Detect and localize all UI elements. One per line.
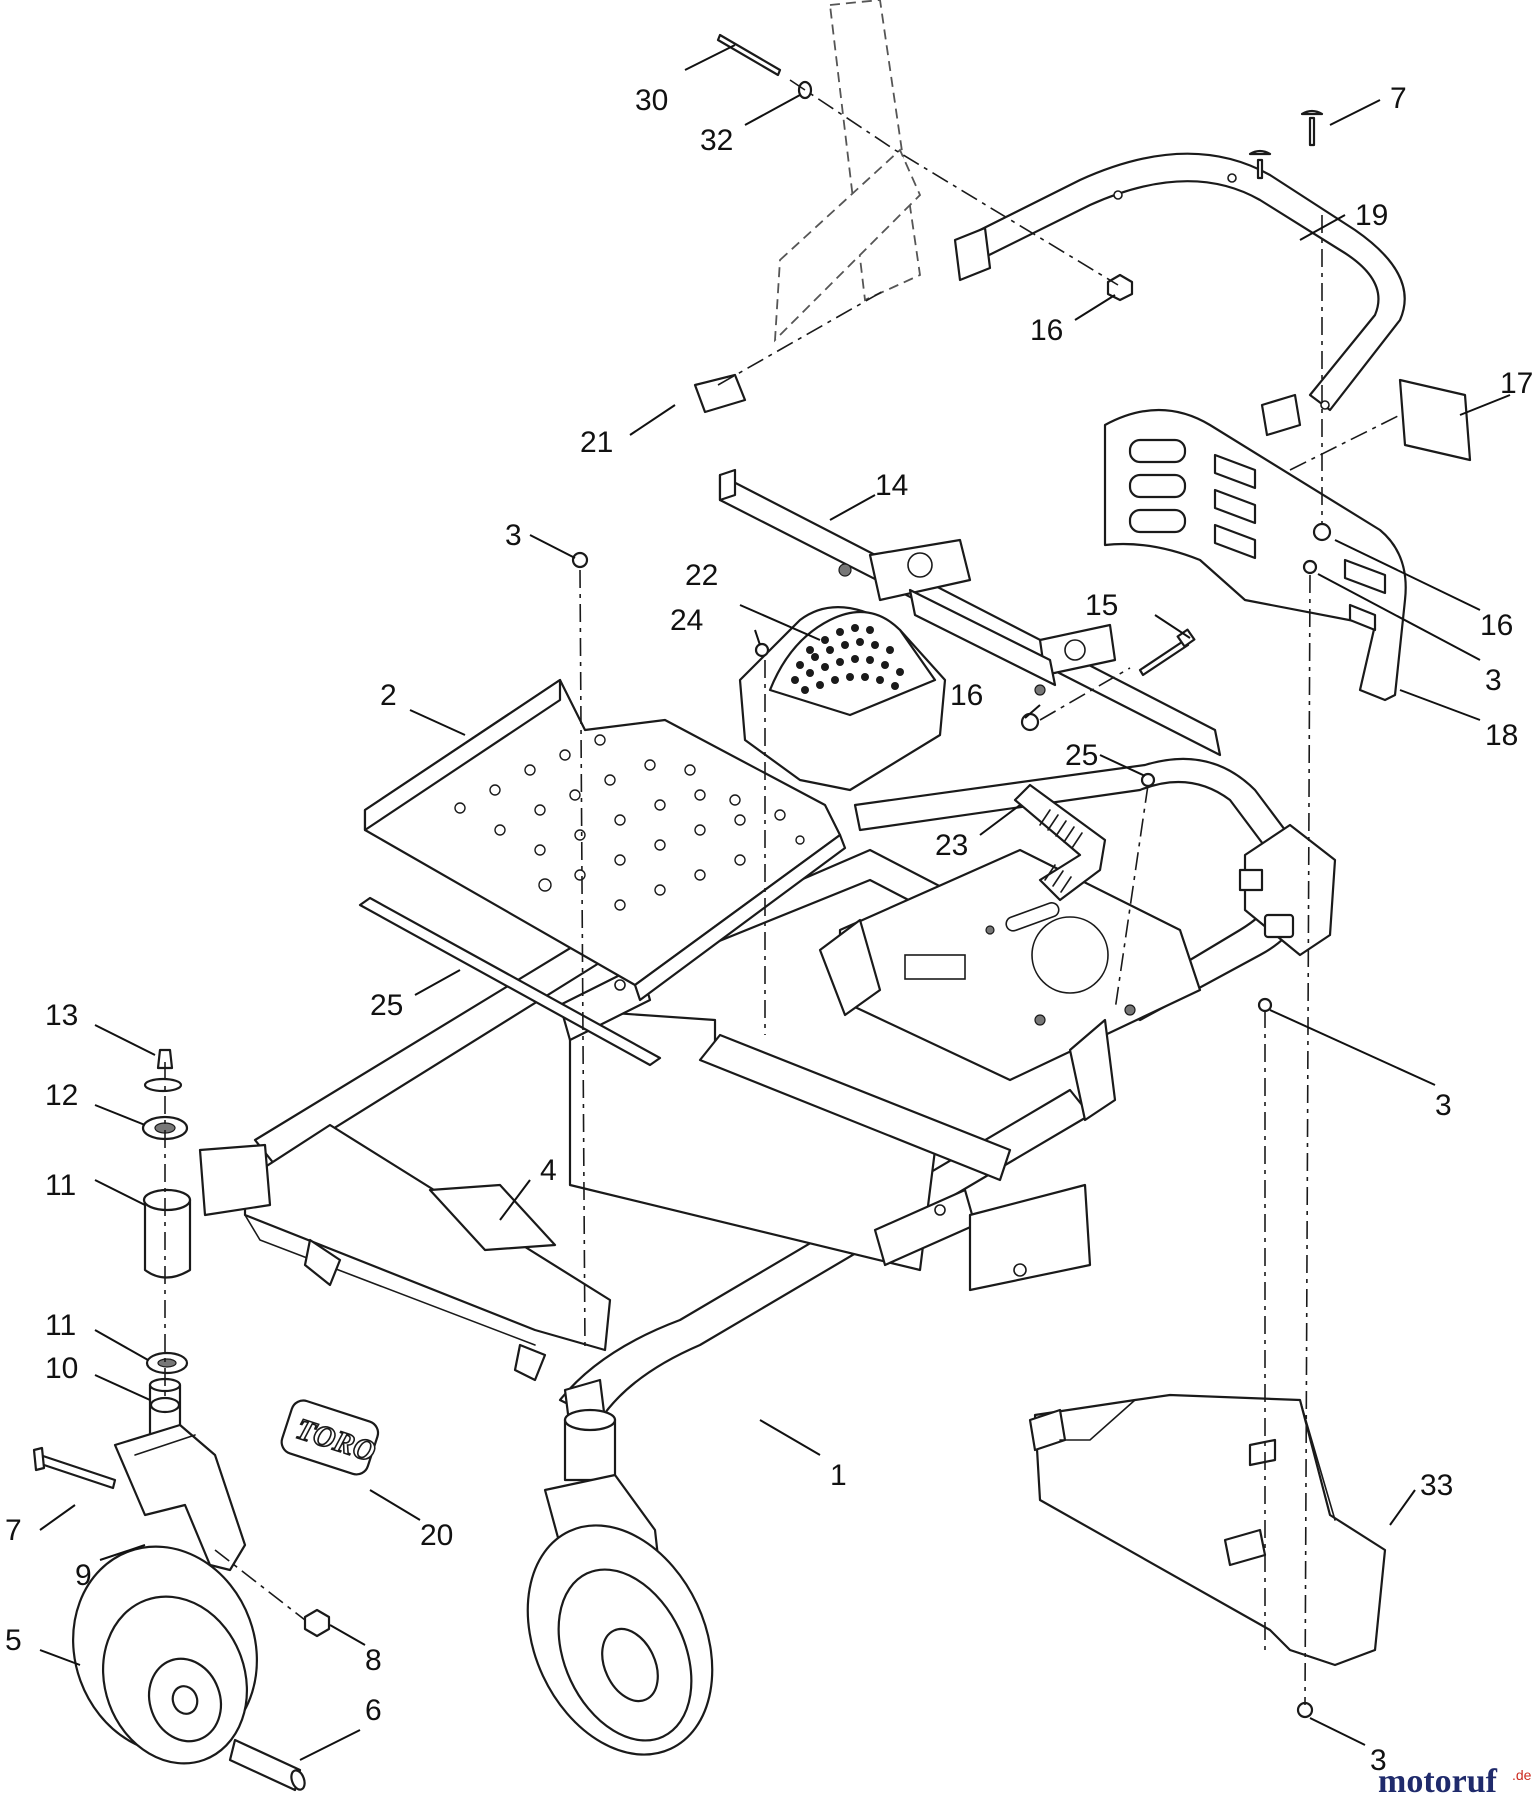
roll-over-bar bbox=[953, 152, 1406, 437]
callout-14: 14 bbox=[875, 469, 908, 502]
bracket-24 bbox=[1013, 783, 1107, 902]
callout-32: 33 bbox=[1420, 1469, 1453, 1502]
callout-34: 32 bbox=[700, 124, 733, 157]
callout-5: 5 bbox=[5, 1624, 22, 1657]
seat-bracket bbox=[718, 468, 1222, 757]
caster-assembly-left bbox=[72, 1377, 306, 1792]
seat-pan bbox=[363, 678, 847, 1002]
callout-22: 21 bbox=[580, 426, 613, 459]
plate-30 bbox=[358, 896, 662, 1067]
callout-7: 7 bbox=[5, 1514, 22, 1547]
callout-11b: 11 bbox=[45, 1309, 76, 1342]
callout-12: 12 bbox=[45, 1079, 78, 1112]
callout-15: 15 bbox=[1085, 589, 1118, 622]
caster-pivot-tube bbox=[142, 1143, 272, 1279]
callout-labels: 30 32 7 19 16 17 21 14 3 22 24 15 16 3 2… bbox=[5, 82, 1533, 1777]
callout-6: 6 bbox=[365, 1694, 382, 1727]
callout-10: 10 bbox=[45, 1352, 78, 1385]
watermark-suffix: .de bbox=[1512, 1767, 1532, 1783]
callout-21: 7 bbox=[1390, 82, 1407, 115]
seat-pan-holes bbox=[454, 734, 805, 911]
assembly-lines bbox=[164, 79, 1401, 1706]
callout-3a: 3 bbox=[505, 519, 522, 552]
callout-18: 20 bbox=[420, 1519, 453, 1552]
decal-19 bbox=[1398, 378, 1472, 462]
toro-decal-18: TORO bbox=[280, 1399, 380, 1476]
callout-3d: 3 bbox=[1370, 1744, 1387, 1777]
callout-8: 8 bbox=[365, 1644, 382, 1677]
callout-2: 2 bbox=[380, 679, 397, 712]
callout-4: 4 bbox=[540, 1154, 557, 1187]
callout-19: 17 bbox=[1500, 367, 1533, 400]
callout-30: 25 bbox=[370, 989, 403, 1022]
roll-bar-phantom bbox=[773, 0, 922, 343]
callout-3b: 3 bbox=[1485, 664, 1502, 697]
main-frame bbox=[243, 757, 1308, 1432]
caster-hardware bbox=[141, 1048, 189, 1414]
rear-plate bbox=[1103, 409, 1407, 702]
callout-20: 19 bbox=[1355, 199, 1388, 232]
cover-23 bbox=[738, 606, 947, 792]
callout-25a: 24 bbox=[670, 604, 703, 637]
rear-bracket bbox=[1238, 823, 1337, 957]
callout-16b: 16 bbox=[1480, 609, 1513, 642]
caster-assembly-right bbox=[526, 1408, 714, 1756]
callout-11a: 11 bbox=[45, 1169, 76, 1202]
callout-33: 30 bbox=[635, 84, 668, 117]
callout-17: 18 bbox=[1485, 719, 1518, 752]
callout-13: 13 bbox=[45, 999, 78, 1032]
watermark-main: motoruf bbox=[1378, 1763, 1498, 1800]
callout-3c: 3 bbox=[1435, 1089, 1452, 1122]
leader-lines bbox=[39, 44, 1511, 1761]
callout-23: 22 bbox=[685, 559, 718, 592]
callout-25b: 25 bbox=[1065, 739, 1098, 772]
callout-16c: 16 bbox=[950, 679, 983, 712]
callout-1: 1 bbox=[830, 1459, 847, 1492]
side-panel-32 bbox=[1028, 1393, 1387, 1667]
watermark-logo: motoruf .de bbox=[1378, 1763, 1532, 1800]
callout-24: 23 bbox=[935, 829, 968, 862]
callout-9: 9 bbox=[75, 1559, 92, 1592]
callout-16a: 16 bbox=[1030, 314, 1063, 347]
hardware-misc bbox=[32, 33, 1332, 1719]
